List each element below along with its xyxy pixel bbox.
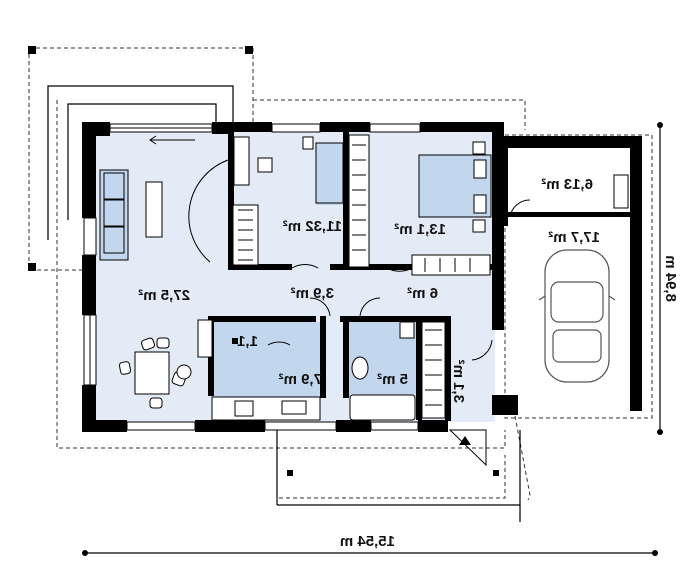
- label-living: 27,5 m²: [138, 287, 190, 304]
- pergola: [47, 85, 521, 522]
- label-technical: 6,13 m²: [541, 176, 593, 193]
- furniture: [99, 136, 629, 421]
- label-bedroom-small: 11,32 m²: [283, 218, 342, 235]
- label-kitchen: 7,9 m²: [279, 371, 322, 388]
- door-swings: [188, 159, 531, 467]
- label-bedroom-large: 13,1 m²: [394, 221, 446, 238]
- windows: [83, 123, 421, 431]
- walls: [82, 122, 642, 432]
- car-icon: [538, 249, 616, 383]
- depth-label: 8,94 m: [662, 255, 679, 302]
- sliding-door-arrow: [149, 135, 195, 145]
- label-hall: 3,9 m²: [291, 285, 334, 302]
- roof-outline: [28, 47, 653, 501]
- label-pantry: 1,1: [237, 333, 258, 350]
- entrance-arrow: [459, 436, 471, 445]
- label-vestibule: 3,1 m²: [450, 360, 467, 403]
- label-bathroom: 5 m²: [377, 371, 408, 388]
- wardrobes: [232, 134, 491, 419]
- label-garage: 17,7 m²: [548, 229, 600, 246]
- dimension-width: 15,54 m: [82, 533, 658, 556]
- dimension-depth: 8,94 m: [657, 122, 679, 435]
- width-label: 15,54 m: [340, 533, 395, 550]
- room-labels: 27,5 m² 11,32 m² 13,1 m² 3,9 m² 6 m² 1,1…: [138, 176, 600, 403]
- label-corridor: 6 m²: [407, 285, 438, 302]
